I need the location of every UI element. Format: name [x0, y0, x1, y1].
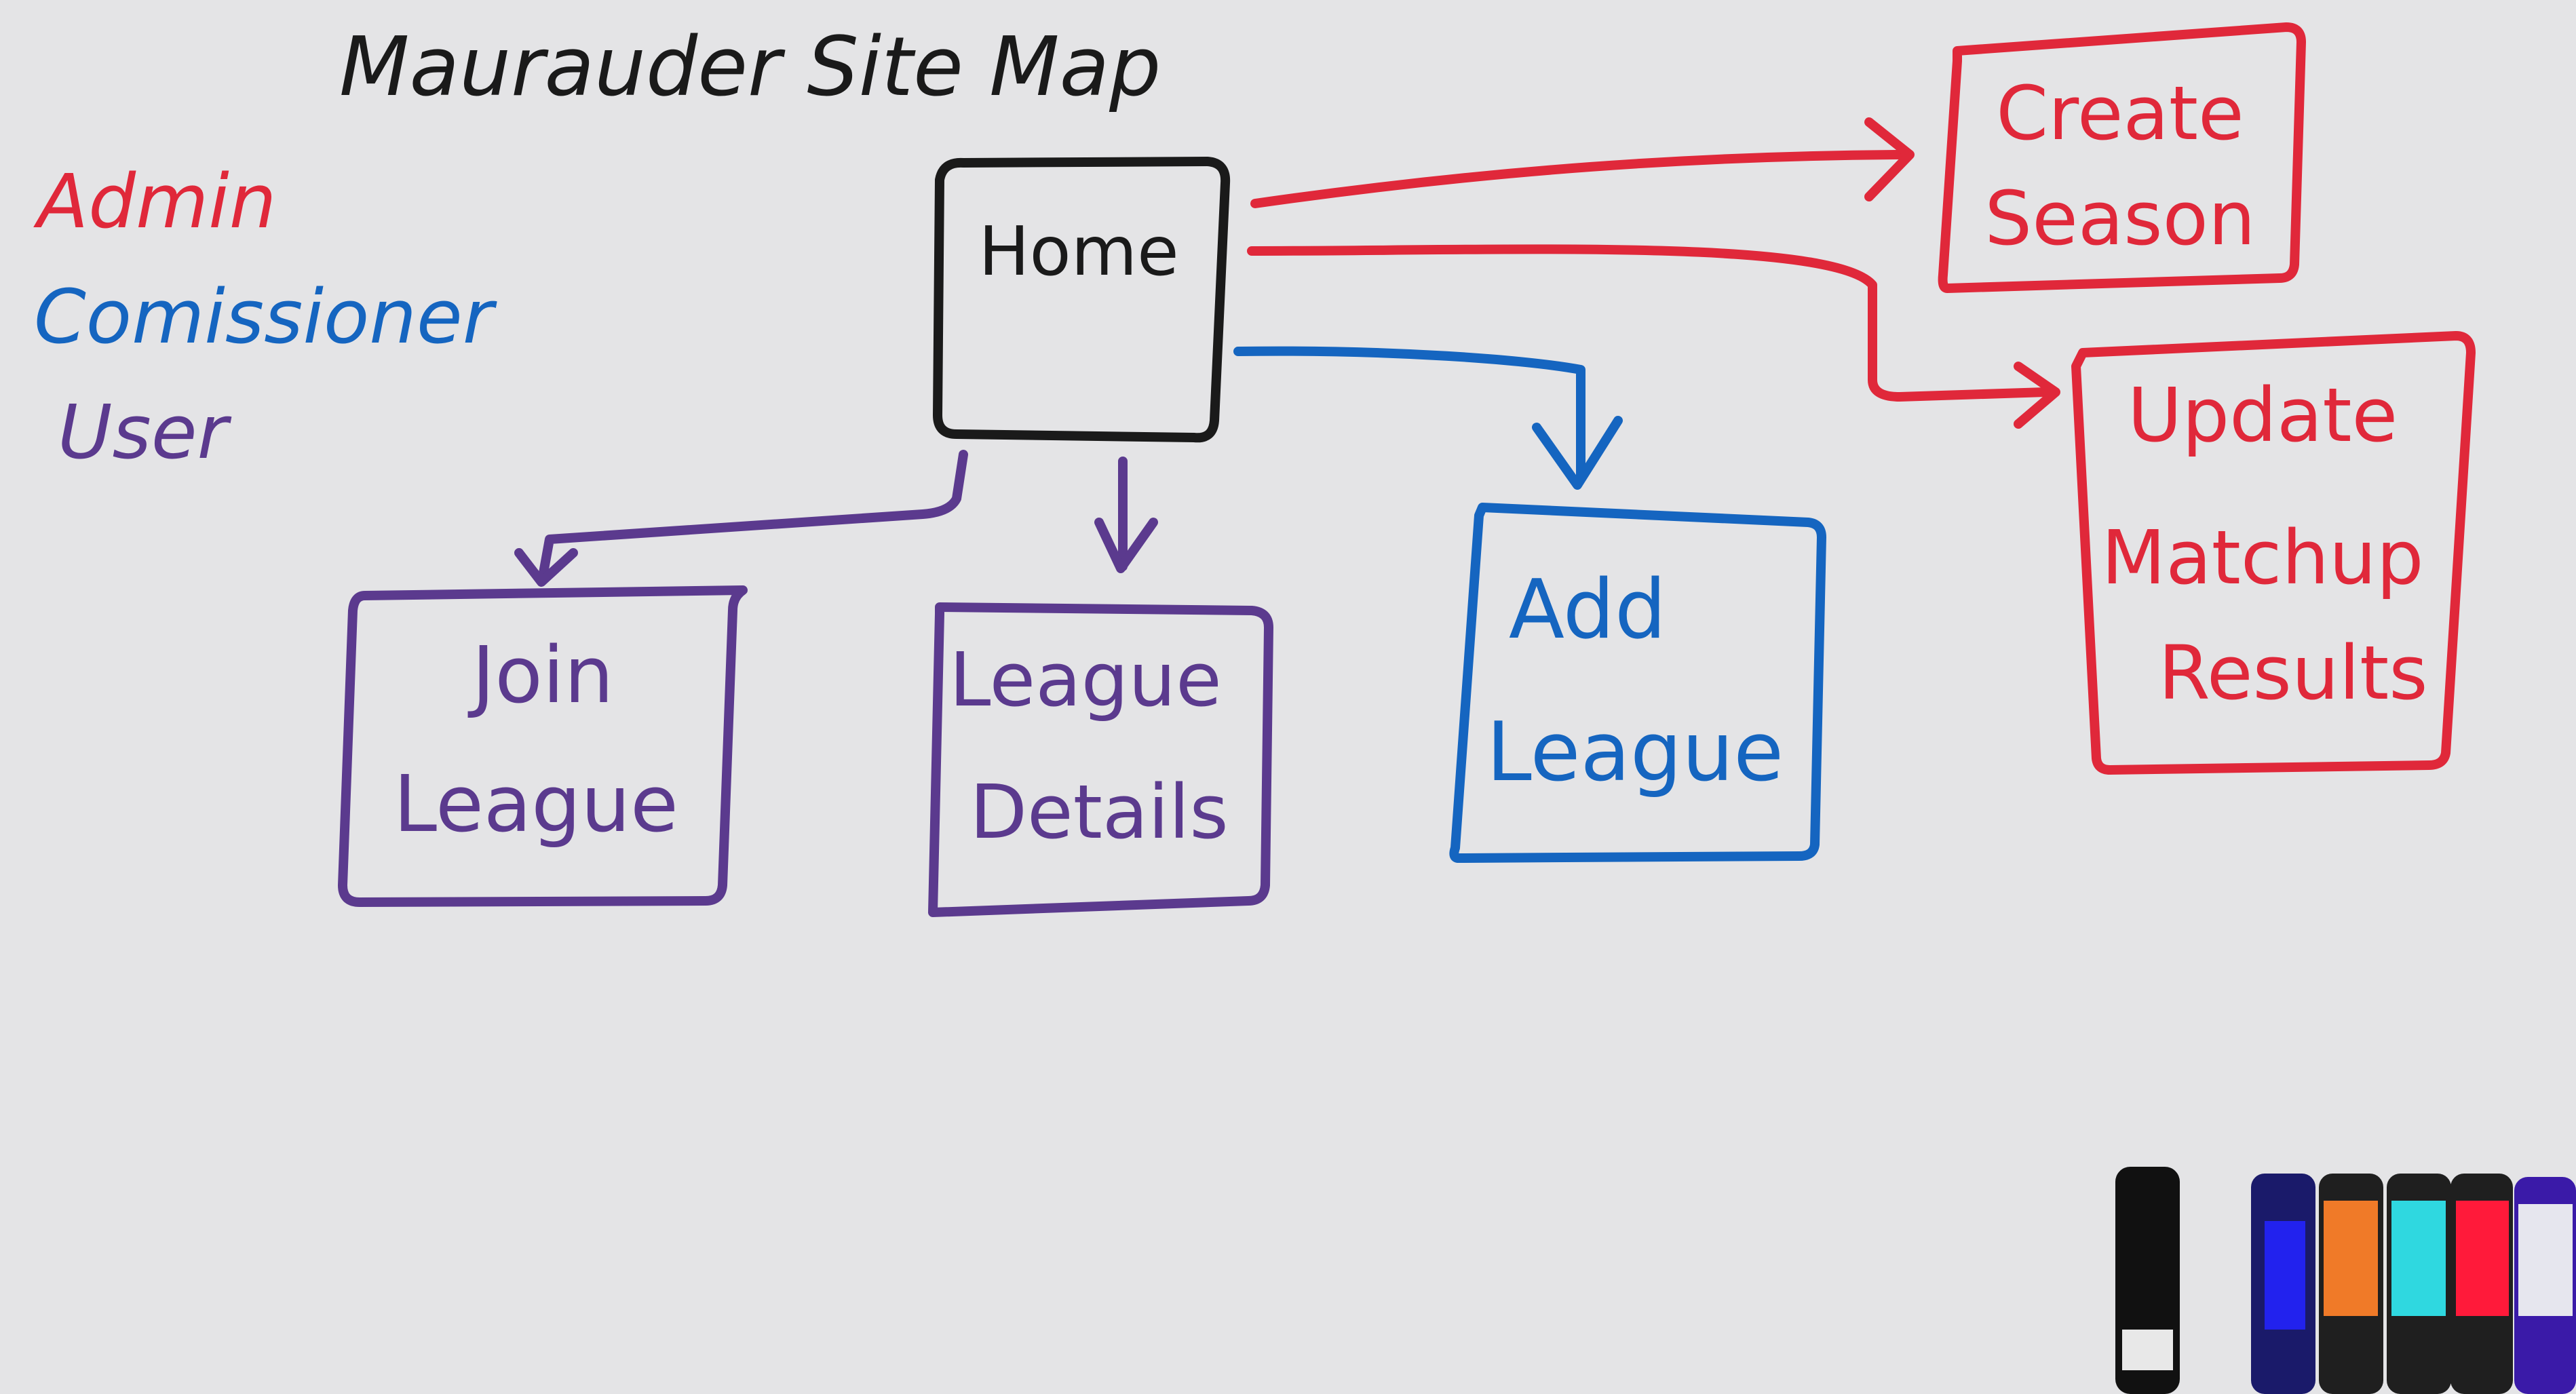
arrow-home-to-update-matchup	[1247, 244, 2050, 402]
add-league-box	[1449, 503, 1826, 863]
red-marker	[2450, 1174, 2513, 1394]
arrowhead-league-details	[1094, 518, 1158, 573]
join-league-box	[338, 585, 748, 907]
arrow-home-to-create-season	[1250, 150, 1904, 208]
join-league-label-line2: League	[393, 759, 678, 850]
legend-admin: Admin	[33, 158, 277, 245]
update-matchup-label-line3: Results	[2158, 630, 2427, 716]
legend-user: User	[58, 389, 231, 476]
league-details-box	[928, 602, 1273, 917]
create-season-label-line1: Create	[1996, 70, 2244, 157]
blue-marker	[2251, 1174, 2315, 1394]
update-matchup-box	[2071, 331, 2476, 775]
home-box	[933, 157, 1231, 443]
black-marker	[2115, 1167, 2180, 1394]
add-league-label-line2: League	[1486, 705, 1784, 800]
league-details-label-line1: League	[949, 636, 1222, 723]
arrowhead-update-matchup	[2014, 362, 2060, 429]
purple-marker	[2514, 1177, 2576, 1394]
create-season-label-line2: Season	[1984, 175, 2255, 262]
arrowhead-create-season	[1864, 117, 1915, 201]
create-season-box	[1938, 22, 2306, 293]
update-matchup-label-line1: Update	[2128, 372, 2398, 459]
cyan-marker	[2387, 1174, 2451, 1394]
legend-commissioner: Comissioner	[34, 273, 497, 360]
page-title: Maurauder Site Map	[339, 20, 1161, 115]
home-label: Home	[978, 212, 1178, 291]
arrow-home-to-join-league	[538, 450, 968, 581]
add-league-label-line1: Add	[1509, 563, 1666, 657]
arrowhead-add-league	[1532, 416, 1623, 490]
league-details-label-line2: Details	[969, 769, 1228, 855]
arrow-home-to-add-league	[1233, 346, 1585, 480]
arrowhead-join-league	[514, 548, 578, 587]
marker-tray	[2115, 1167, 2576, 1394]
orange-marker	[2319, 1174, 2383, 1394]
update-matchup-label-line2: Matchup	[2101, 514, 2423, 601]
join-league-label-line1: Join	[467, 630, 613, 721]
